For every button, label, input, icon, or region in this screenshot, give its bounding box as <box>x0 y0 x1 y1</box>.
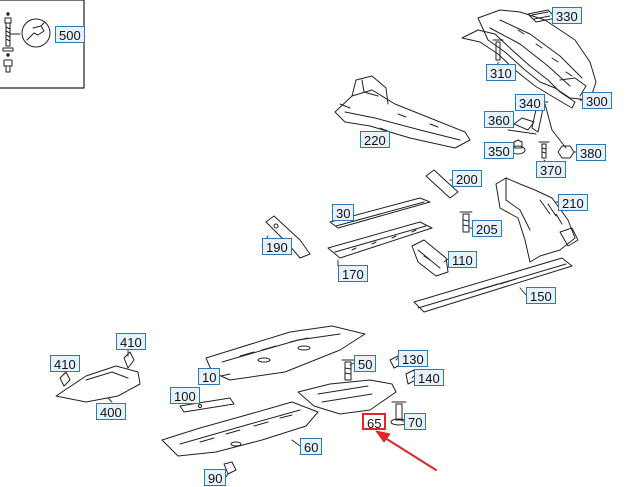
part-150-rail <box>413 257 573 313</box>
part-label-30[interactable]: 30 <box>332 204 355 221</box>
part-205-bolt <box>459 211 473 233</box>
part-310-bolt <box>492 39 504 61</box>
part-10-floor <box>205 325 366 381</box>
part-label-330[interactable]: 330 <box>552 7 582 24</box>
part-400-bracket <box>55 351 141 403</box>
part-label-210[interactable]: 210 <box>558 194 588 211</box>
part-label-65-highlighted[interactable]: 65 <box>362 413 387 431</box>
part-label-380[interactable]: 380 <box>576 144 606 161</box>
highlight-arrow <box>375 430 437 471</box>
part-65-panel <box>297 379 397 415</box>
part-label-350[interactable]: 350 <box>484 142 514 159</box>
part-360-clip <box>507 117 537 135</box>
part-370-bolt <box>538 141 550 159</box>
part-30-member <box>329 197 431 229</box>
part-label-100[interactable]: 100 <box>170 387 200 404</box>
part-label-340[interactable]: 340 <box>515 94 545 111</box>
part-90-clip <box>223 461 237 475</box>
part-label-310[interactable]: 310 <box>486 64 516 81</box>
part-220-rail <box>334 75 471 149</box>
part-label-10[interactable]: 10 <box>198 368 221 385</box>
part-label-190[interactable]: 190 <box>262 238 292 255</box>
part-label-140[interactable]: 140 <box>414 369 444 386</box>
wrench-icon <box>21 18 51 48</box>
part-170-member <box>327 221 433 259</box>
part-label-170[interactable]: 170 <box>338 265 368 282</box>
inset-bolt <box>2 12 14 73</box>
part-label-200[interactable]: 200 <box>452 170 482 187</box>
part-380-nut <box>557 145 575 159</box>
part-label-110[interactable]: 110 <box>448 251 477 268</box>
part-210-panel <box>495 177 579 263</box>
part-label-150[interactable]: 150 <box>526 287 556 304</box>
part-label-400[interactable]: 400 <box>96 403 126 420</box>
part-label-370[interactable]: 370 <box>536 161 566 178</box>
part-label-410-top[interactable]: 410 <box>116 333 146 350</box>
part-110-bracket <box>411 239 449 277</box>
part-label-50[interactable]: 50 <box>354 355 377 372</box>
part-label-130[interactable]: 130 <box>398 350 428 367</box>
part-300-bracket <box>461 9 597 109</box>
part-60-underbody <box>161 401 319 457</box>
part-50-bolt <box>341 359 355 381</box>
part-label-220[interactable]: 220 <box>360 131 390 148</box>
part-100-strip <box>179 397 235 413</box>
part-label-90[interactable]: 90 <box>204 469 227 486</box>
part-label-360[interactable]: 360 <box>484 111 514 128</box>
part-label-70[interactable]: 70 <box>404 413 427 430</box>
part-label-60[interactable]: 60 <box>300 438 323 455</box>
part-200-strip <box>425 169 459 199</box>
part-label-410-left[interactable]: 410 <box>50 355 80 372</box>
inset-box <box>0 0 85 89</box>
part-label-500[interactable]: 500 <box>55 26 85 43</box>
part-label-205[interactable]: 205 <box>472 220 502 237</box>
part-label-300[interactable]: 300 <box>582 92 612 109</box>
